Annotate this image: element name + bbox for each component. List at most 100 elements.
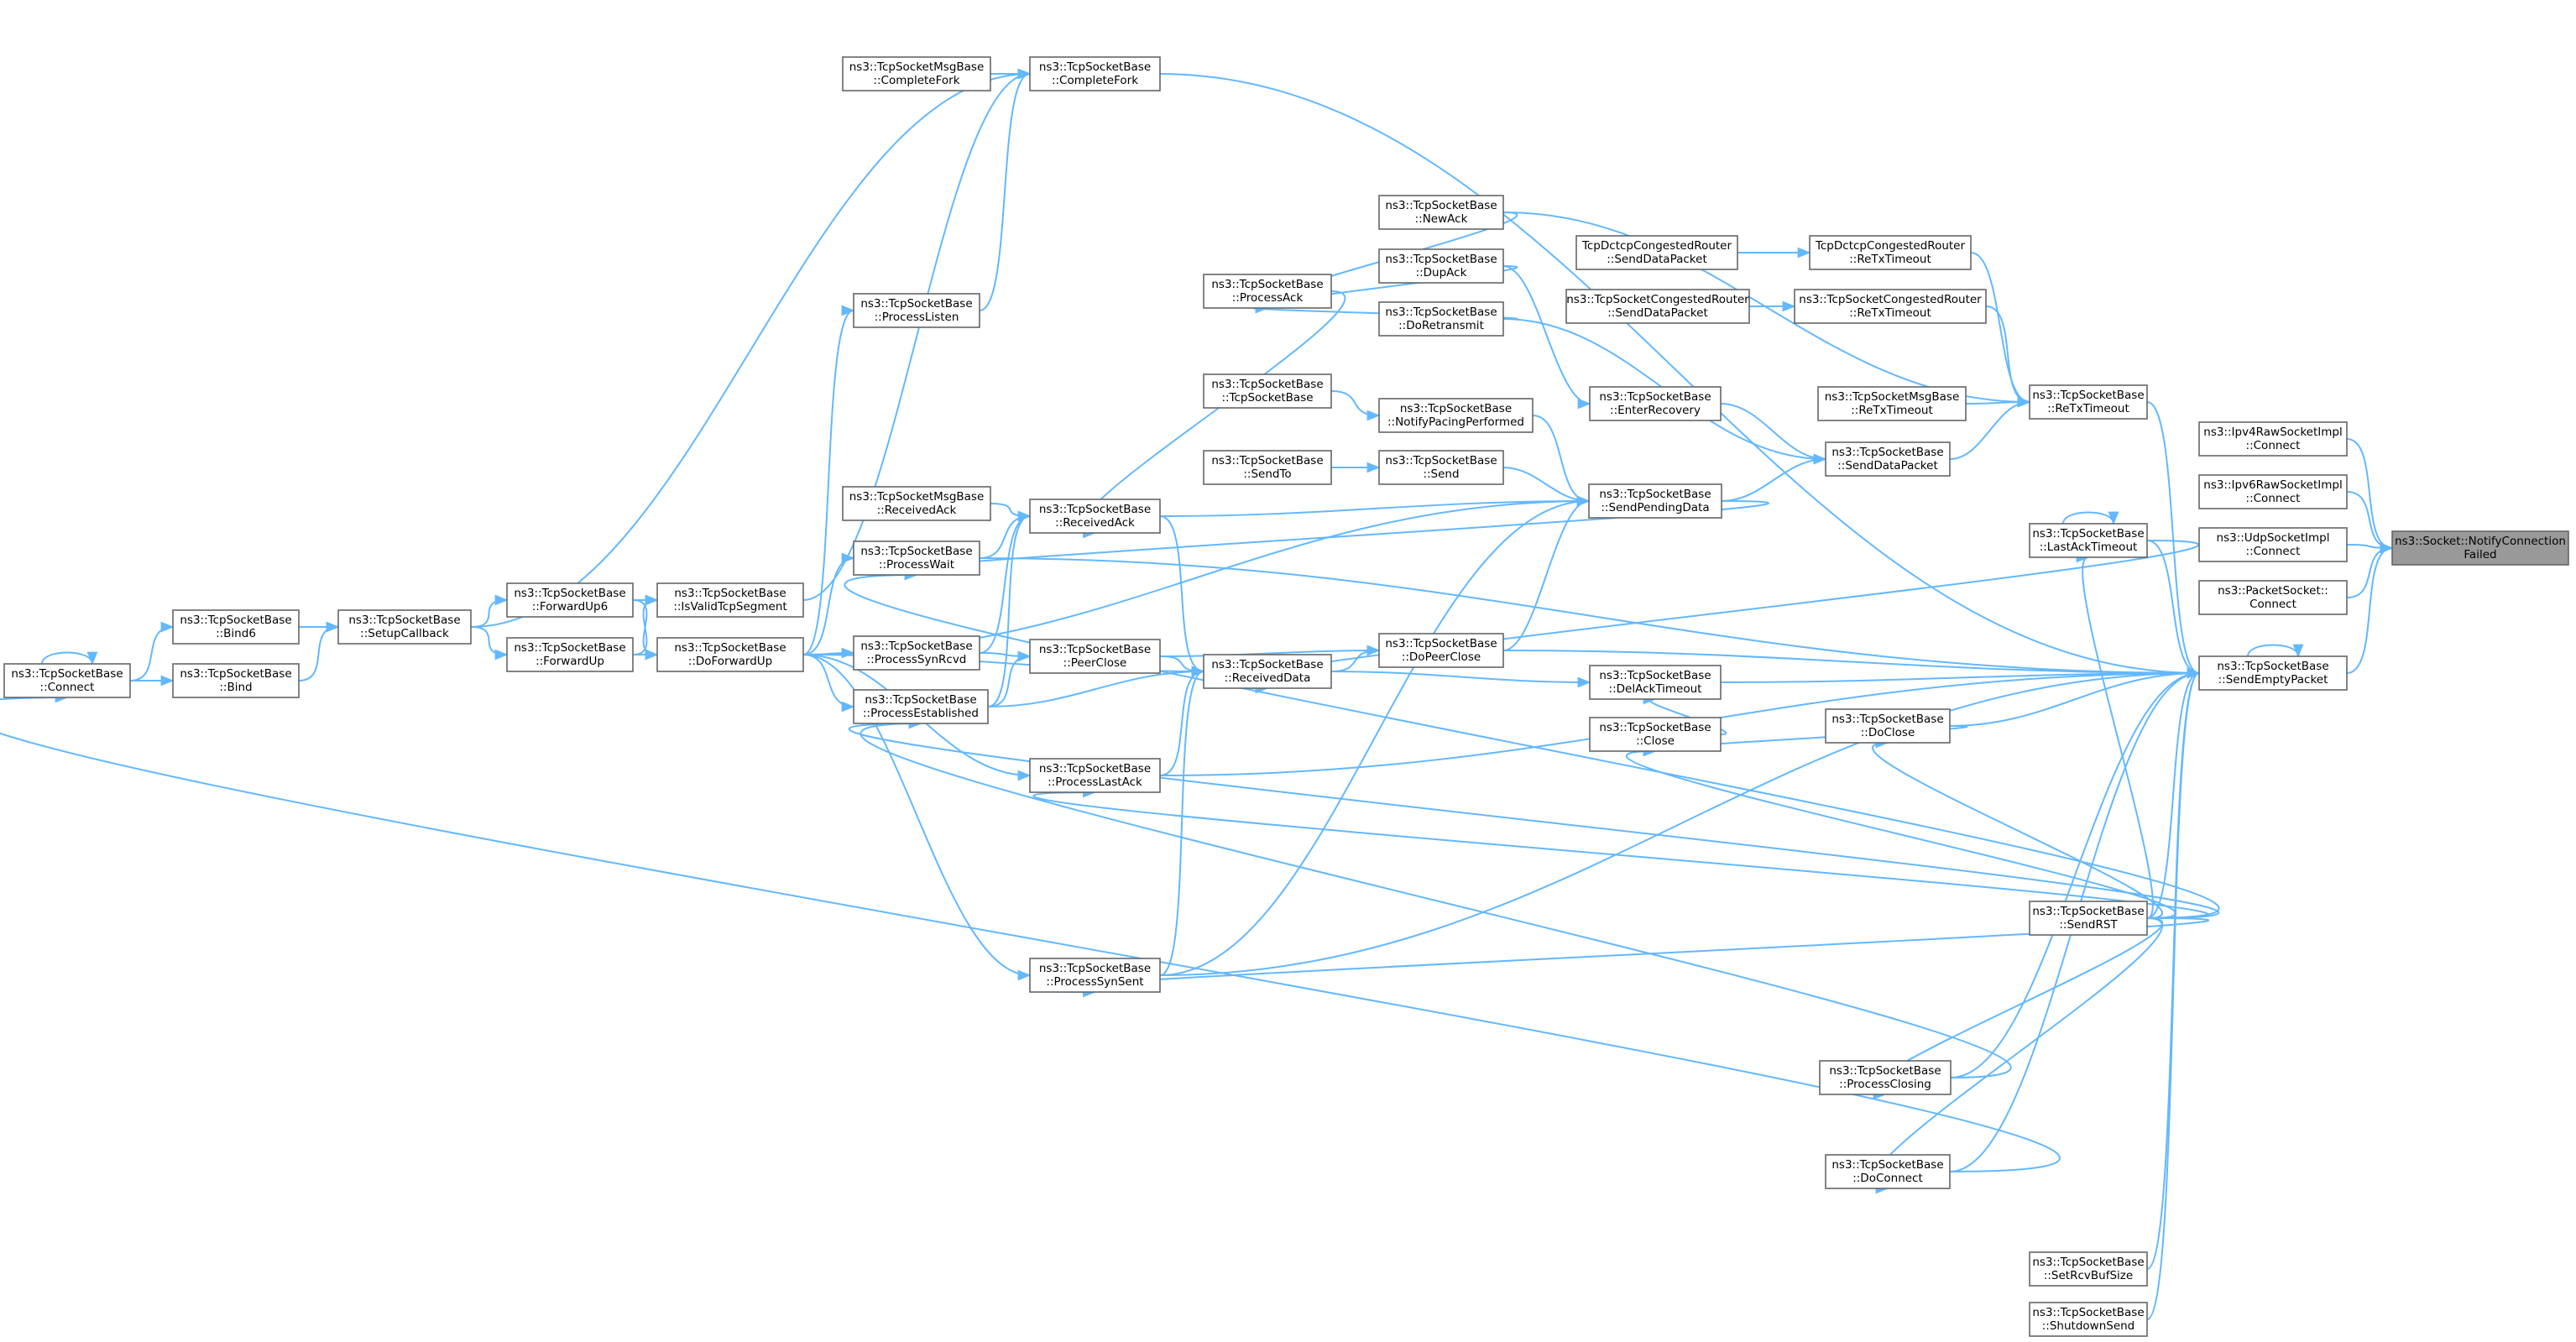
node-udp[interactable]: ns3::UdpSocketImpl::Connect: [2198, 527, 2348, 562]
node-sendto[interactable]: ns3::TcpSocketBase::SendTo: [1203, 450, 1332, 485]
node-tcpsocketbase[interactable]: ns3::TcpSocketBase::TcpSocketBase: [1203, 373, 1332, 409]
node-setrcvbuf[interactable]: ns3::TcpSocketBase::SetRcvBufSize: [2029, 1251, 2148, 1287]
node-msgreceivedack[interactable]: ns3::TcpSocketMsgBase::ReceivedAck: [842, 486, 991, 521]
node-notifypacing[interactable]: ns3::TcpSocketBase::NotifyPacingPerforme…: [1378, 398, 1534, 433]
node-send[interactable]: ns3::TcpSocketBase::Send: [1378, 450, 1504, 485]
node-label: ::Close: [1636, 734, 1675, 748]
node-congretx[interactable]: ns3::TcpSocketCongestedRouter::ReTxTimeo…: [1794, 289, 1987, 324]
nodes: ns3::Socket::NotifyConnectionFailedns3::…: [3, 56, 2569, 1337]
edge-sendrst-to-processestablished: [848, 718, 2220, 919]
node-label: ::ProcessAck: [1232, 291, 1304, 305]
node-shutdownsend[interactable]: ns3::TcpSocketBase::ShutdownSend: [2029, 1302, 2148, 1337]
node-sendempty[interactable]: ns3::TcpSocketBase::SendEmptyPacket: [2198, 655, 2348, 691]
node-label: ::Bind: [219, 681, 252, 694]
edge-doforwardup-to-processsynrcvd: [802, 647, 855, 659]
node-ipv4raw[interactable]: ns3::Ipv4RawSocketImpl::Connect: [2198, 421, 2348, 457]
node-box: [2029, 1251, 2148, 1287]
edge-processack-to-receivedack: [1080, 290, 1346, 539]
node-box: [1203, 450, 1332, 485]
node-isvalid[interactable]: ns3::TcpSocketBase::IsValidTcpSegment: [656, 582, 804, 618]
node-dupack[interactable]: ns3::TcpSocketBase::DupAck: [1378, 248, 1504, 284]
node-msgretx[interactable]: ns3::TcpSocketMsgBase::ReTxTimeout: [1817, 386, 1967, 421]
node-label: ns3::TcpSocketBase: [1039, 60, 1151, 74]
node-label: ns3::TcpSocketBase: [860, 545, 972, 558]
node-senddatapacket[interactable]: ns3::TcpSocketBase::SendDataPacket: [1825, 441, 1951, 477]
node-label: ns3::TcpSocketBase: [1385, 454, 1497, 467]
node-label: ::DoForwardUp: [688, 655, 773, 668]
node-msgcompletefork[interactable]: ns3::TcpSocketMsgBase::CompleteFork: [842, 56, 991, 91]
node-delack[interactable]: ns3::TcpSocketBase::DelAckTimeout: [1589, 665, 1722, 700]
node-dctcpretx[interactable]: TcpDctcpCongestedRouter::ReTxTimeout: [1809, 235, 1972, 270]
node-close[interactable]: ns3::TcpSocketBase::Close: [1589, 717, 1722, 752]
node-box: [337, 609, 472, 645]
node-receivedack[interactable]: ns3::TcpSocketBase::ReceivedAck: [1029, 499, 1161, 534]
node-processestablished[interactable]: ns3::TcpSocketBase::ProcessEstablished: [853, 689, 989, 724]
node-box: [656, 582, 804, 618]
node-box: [172, 663, 300, 698]
node-processsynsent[interactable]: ns3::TcpSocketBase::ProcessSynSent: [1029, 958, 1161, 993]
node-label: ::IsValidTcpSegment: [673, 600, 786, 614]
node-connect[interactable]: ns3::TcpSocketBase::Connect: [3, 663, 131, 698]
node-box: [1378, 301, 1504, 337]
node-label: ::DoConnect: [1852, 1172, 1923, 1185]
node-sendrst[interactable]: ns3::TcpSocketBase::SendRST: [2029, 901, 2148, 936]
edge-bind-to-setupcallback: [298, 621, 340, 681]
node-processlastack[interactable]: ns3::TcpSocketBase::ProcessLastAck: [1029, 758, 1161, 793]
node-label: ::ReTxTimeout: [1849, 253, 1931, 266]
node-box: [1817, 386, 1967, 421]
node-box: [506, 637, 634, 672]
node-setupcallback[interactable]: ns3::TcpSocketBase::SetupCallback: [337, 609, 472, 645]
node-bind6[interactable]: ns3::TcpSocketBase::Bind6: [172, 609, 300, 645]
node-box: [2198, 421, 2348, 457]
node-label: ns3::TcpSocketBase: [1400, 402, 1512, 415]
node-box: [842, 56, 991, 91]
edge-peerclose-to-doPeerClose: [1159, 645, 1381, 657]
node-forwardup[interactable]: ns3::TcpSocketBase::ForwardUp: [506, 637, 634, 672]
node-retx[interactable]: ns3::TcpSocketBase::ReTxTimeout: [2029, 384, 2148, 420]
node-doforwardup[interactable]: ns3::TcpSocketBase::DoForwardUp: [656, 637, 804, 672]
node-label: ::DupAck: [1416, 266, 1467, 279]
node-processsynrcvd[interactable]: ns3::TcpSocketBase::ProcessSynRcvd: [853, 635, 980, 671]
node-doconnect[interactable]: ns3::TcpSocketBase::DoConnect: [1825, 1154, 1951, 1189]
node-box: [1589, 386, 1722, 421]
node-completefork[interactable]: ns3::TcpSocketBase::CompleteFork: [1029, 56, 1161, 91]
node-ipv6raw[interactable]: ns3::Ipv6RawSocketImpl::Connect: [2198, 474, 2348, 509]
node-label: ns3::TcpSocketBase: [2032, 389, 2144, 402]
node-doretransmit[interactable]: ns3::TcpSocketBase::DoRetransmit: [1378, 301, 1504, 337]
node-packet[interactable]: ns3::PacketSocket::Connect: [2198, 580, 2348, 615]
edge-sendrst-to-doconnect: [1871, 917, 2164, 1194]
node-box: [506, 582, 634, 618]
edges: [0, 68, 2394, 1320]
node-processwait[interactable]: ns3::TcpSocketBase::ProcessWait: [853, 540, 980, 576]
node-doPeerClose[interactable]: ns3::TcpSocketBase::DoPeerClose: [1378, 633, 1504, 668]
node-receiveddata[interactable]: ns3::TcpSocketBase::ReceivedData: [1203, 654, 1332, 689]
node-bind[interactable]: ns3::TcpSocketBase::Bind: [172, 663, 300, 698]
node-doclose[interactable]: ns3::TcpSocketBase::DoClose: [1825, 708, 1951, 744]
node-label: ns3::TcpSocketBase: [11, 667, 123, 681]
node-newack[interactable]: ns3::TcpSocketBase::NewAck: [1378, 195, 1504, 230]
node-label: ::ProcessSynRcvd: [867, 653, 967, 666]
node-processlisten[interactable]: ns3::TcpSocketBase::ProcessListen: [853, 293, 980, 328]
node-box: [1203, 274, 1332, 309]
node-congsend[interactable]: ns3::TcpSocketCongestedRouter::SendDataP…: [1565, 289, 1750, 324]
node-box: [1575, 235, 1738, 270]
node-processclosing[interactable]: ns3::TcpSocketBase::ProcessClosing: [1819, 1060, 1952, 1095]
node-dctcpsend[interactable]: TcpDctcpCongestedRouter::SendDataPacket: [1575, 235, 1738, 270]
node-box: [853, 635, 980, 671]
node-lastacktimeout[interactable]: ns3::TcpSocketBase::LastAckTimeout: [2029, 523, 2148, 558]
node-peerclose[interactable]: ns3::TcpSocketBase::PeerClose: [1029, 639, 1161, 674]
node-label: ::ForwardUp: [536, 655, 604, 668]
node-label: Failed: [2464, 548, 2496, 561]
node-label: ns3::TcpSocketBase: [1385, 199, 1497, 212]
node-label: ::SetRcvBufSize: [2044, 1269, 2133, 1282]
node-forwardup6[interactable]: ns3::TcpSocketBase::ForwardUp6: [506, 582, 634, 618]
node-sendpending[interactable]: ns3::TcpSocketBase::SendPendingData: [1588, 483, 1722, 519]
node-label: TcpDctcpCongestedRouter: [1581, 239, 1732, 253]
node-enterrecovery[interactable]: ns3::TcpSocketBase::EnterRecovery: [1589, 386, 1722, 421]
node-label: ::Send: [1423, 467, 1459, 481]
edge-processwait-to-receivedack: [979, 510, 1032, 559]
node-processack[interactable]: ns3::TcpSocketBase::ProcessAck: [1203, 274, 1332, 309]
node-label: ns3::TcpSocketBase: [2032, 1256, 2144, 1269]
edge-doforwardup-to-processlisten: [802, 305, 855, 655]
